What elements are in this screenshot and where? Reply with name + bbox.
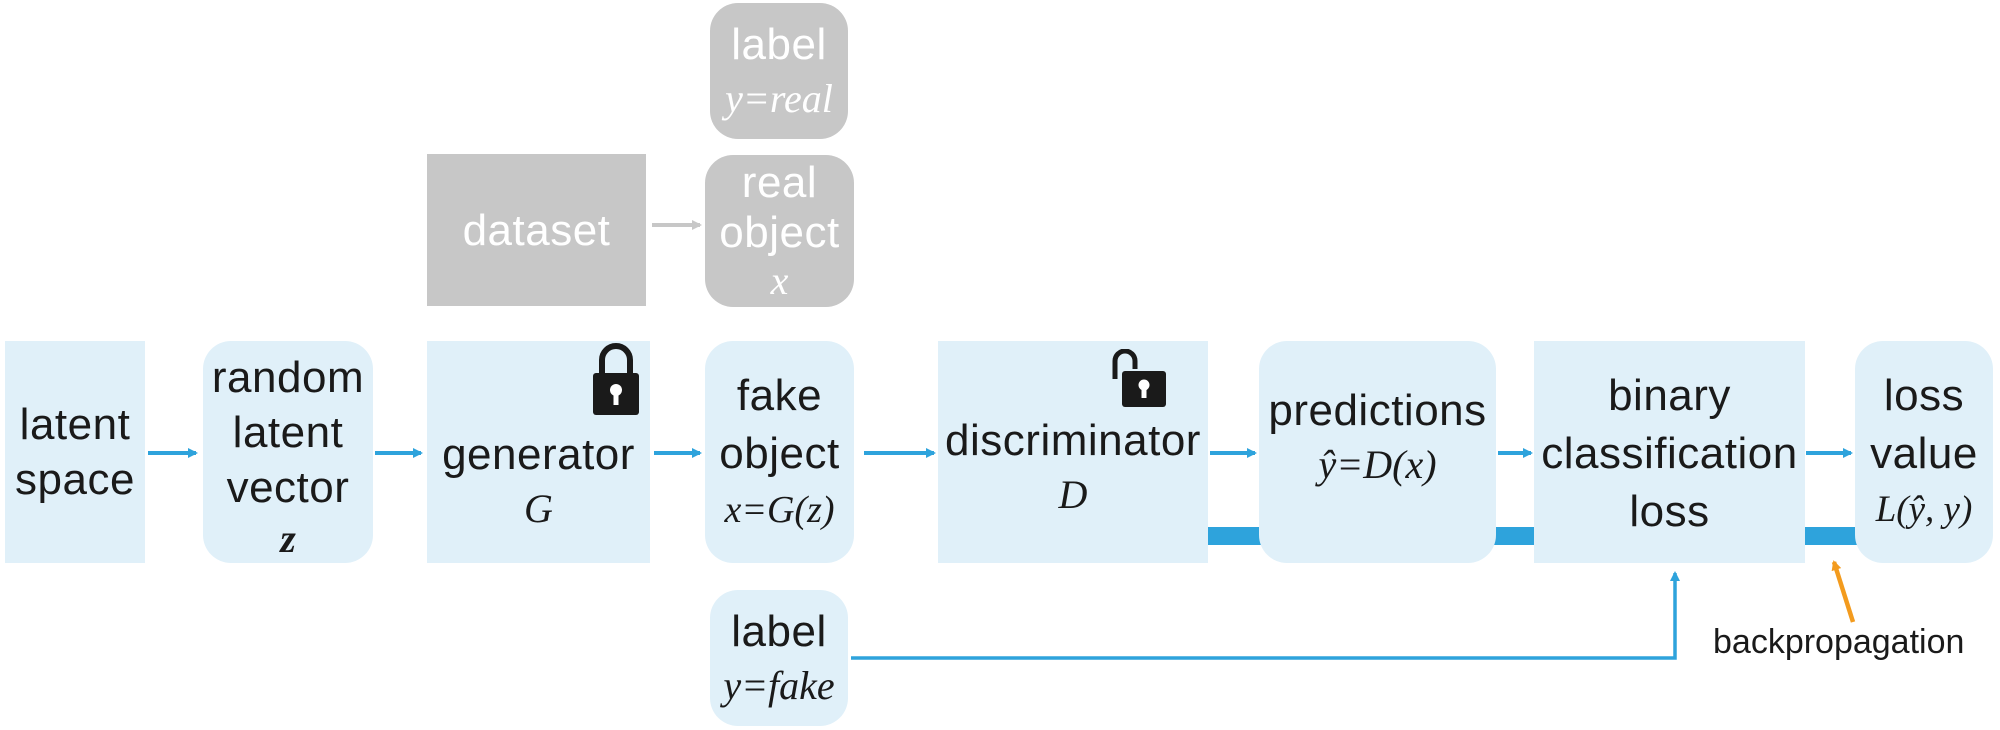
- fake-object-label: fake object: [719, 371, 840, 478]
- discriminator-label: discriminator: [945, 415, 1201, 465]
- real-object-label: real object: [719, 158, 840, 257]
- fake-label-node: label y=fake: [710, 590, 848, 726]
- generator-node: generator G: [427, 341, 650, 563]
- predictions-node: predictions ŷ=D(x): [1259, 341, 1496, 563]
- real-label-value: y=real: [725, 75, 833, 121]
- unlocked-padlock-icon: [1112, 349, 1166, 407]
- discriminator-symbol: D: [1058, 471, 1088, 517]
- fake-label-value: y=fake: [723, 662, 835, 708]
- locked-padlock-icon: [593, 343, 639, 415]
- backprop-pointer-arrow: [1831, 560, 1856, 623]
- loss-value-node: loss value L(ŷ, y): [1855, 341, 1993, 563]
- latent-space-label: latent space: [15, 400, 135, 504]
- generator-symbol: G: [524, 485, 553, 531]
- real-object-node: real object x: [705, 155, 854, 307]
- random-vector-label: random latent vector: [211, 352, 365, 512]
- fake-object-symbol: x=G(z): [724, 489, 835, 531]
- binary-loss-node: binary classification loss: [1534, 341, 1805, 563]
- fake-label-text: label: [731, 606, 827, 656]
- dataset-node: dataset: [427, 154, 646, 306]
- arrow-fake-label-to-loss: [851, 571, 1680, 660]
- discriminator-node: discriminator D: [938, 341, 1208, 563]
- predictions-label: predictions: [1268, 385, 1487, 435]
- latent-space-node: latent space: [5, 341, 145, 563]
- loss-value-formula: L(ŷ, y): [1875, 489, 1973, 530]
- backpropagation-caption: backpropagation: [1713, 623, 1965, 661]
- predictions-formula: ŷ=D(x): [1318, 441, 1437, 487]
- real-label-node: label y=real: [710, 3, 848, 139]
- dataset-label: dataset: [462, 205, 611, 255]
- loss-value-label: loss value: [1870, 371, 1978, 478]
- random-vector-symbol: z: [280, 515, 296, 561]
- random-vector-node: random latent vector z: [203, 341, 373, 563]
- real-object-symbol: x: [770, 258, 789, 303]
- real-label-text: label: [731, 19, 827, 69]
- binary-loss-label: binary classification loss: [1541, 371, 1798, 536]
- fake-object-node: fake object x=G(z): [705, 341, 854, 563]
- generator-label: generator: [442, 429, 635, 479]
